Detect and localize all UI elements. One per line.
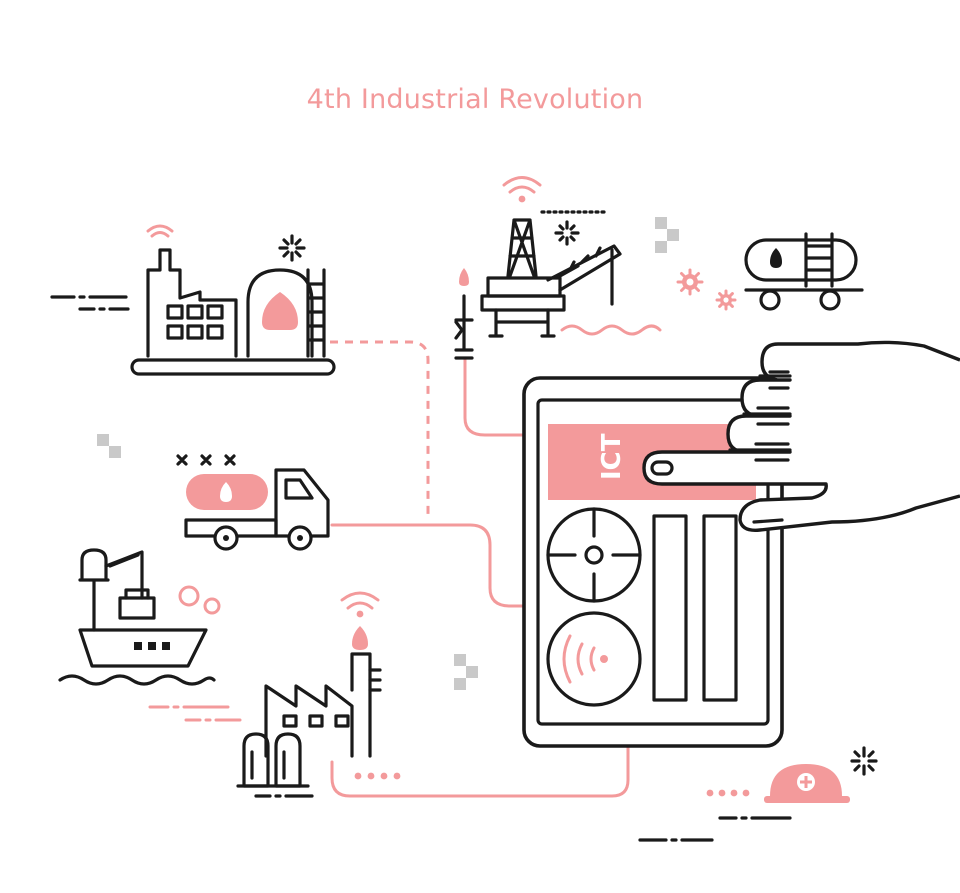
pixel-blocks: [97, 217, 679, 690]
wifi-icon: [146, 224, 174, 238]
factory-icon: [130, 224, 336, 376]
decorative-dashes: [50, 210, 792, 842]
wifi-icon: [340, 591, 380, 618]
wifi-dial-icon[interactable]: [546, 611, 642, 707]
page-title: 4th Industrial Revolution: [306, 84, 644, 115]
hand-icon: [642, 340, 960, 532]
slider-bar-left[interactable]: [652, 514, 688, 702]
slider-bar-right[interactable]: [702, 514, 738, 702]
dots-bottom-right: [706, 789, 750, 797]
industrial-plant-icon: [236, 591, 382, 788]
pump-pole: [454, 268, 474, 360]
tanker-railcar-icon: [744, 232, 864, 311]
sparkle-icon: [850, 746, 878, 776]
wifi-icon: [502, 176, 542, 203]
gear-icon: [676, 268, 737, 311]
ict-label: ICT: [597, 433, 627, 480]
sparkle-icon: [278, 234, 306, 262]
cargo-ship-icon: [58, 548, 221, 686]
target-dial-icon[interactable]: [546, 507, 642, 603]
sparkle-icon: [554, 220, 580, 246]
dots-bottom-left: [354, 772, 401, 780]
fuel-truck-icon: [176, 454, 330, 551]
safety-helmet-icon: [764, 746, 878, 803]
oil-rig-icon: [454, 176, 662, 360]
sparkle-icon: [176, 454, 236, 466]
connector-lines: [330, 340, 750, 798]
